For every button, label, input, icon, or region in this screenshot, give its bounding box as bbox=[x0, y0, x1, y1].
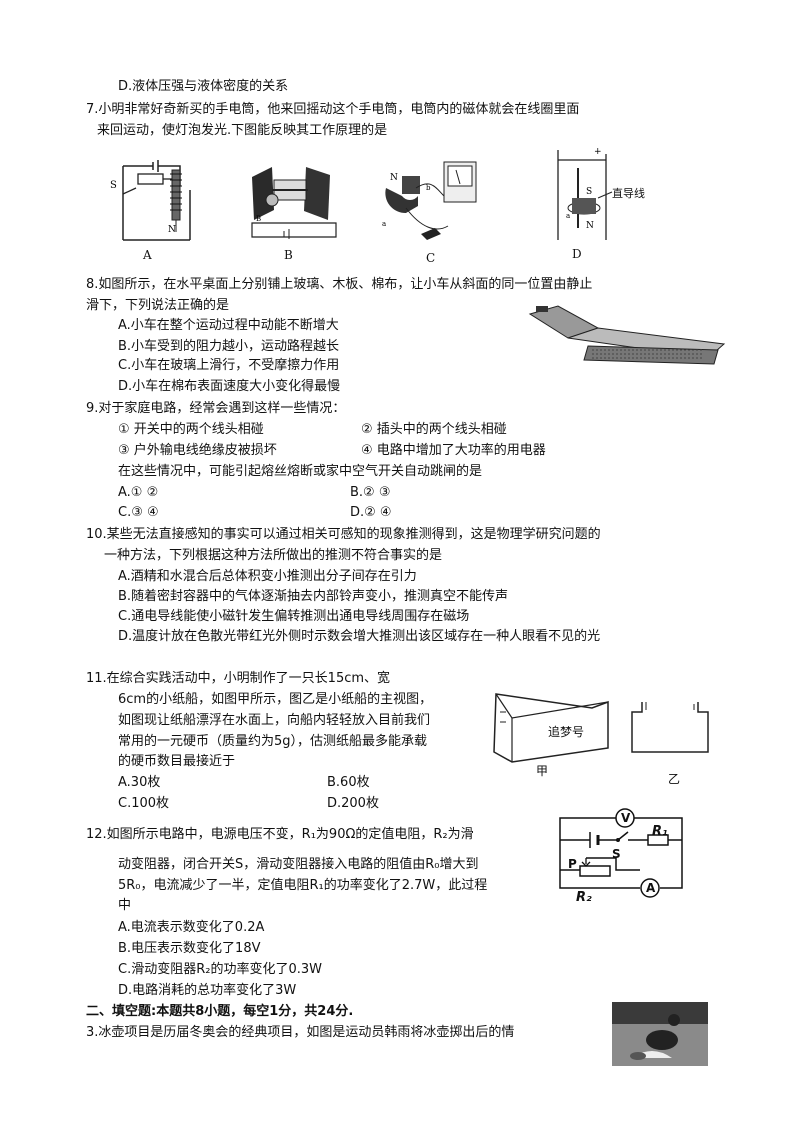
q7-label-d: D bbox=[572, 247, 582, 261]
q11-line1: 11.在综合实践活动中，小明制作了一只长15cm、宽 bbox=[86, 671, 391, 686]
svg-text:S: S bbox=[110, 180, 117, 191]
q11-option-a: A.30枚 bbox=[118, 775, 161, 790]
q11-line3: 如图现让纸船漂浮在水面上，向船内轻轻放入目前我们 bbox=[118, 713, 431, 728]
q11-boat-figure-yi bbox=[628, 700, 712, 756]
q12-line1: 12.如图所示电路中，电源电压不变，R₁为90Ω的定值电阻，R₂为滑 bbox=[86, 827, 474, 842]
q7-stem-line1: 7.小明非常好奇新买的手电筒，他来回摇动这个手电筒，电筒内的磁体就会在线圈里面 bbox=[86, 102, 580, 117]
q12-r1-label: R₁ bbox=[652, 824, 668, 839]
q7-stem-line2: 来回运动，使灯泡发光.下图能反映其工作原理的是 bbox=[97, 123, 388, 138]
svg-text:b: b bbox=[426, 184, 431, 192]
q9-option-a: A.① ② bbox=[118, 485, 159, 500]
q13-curling-photo bbox=[612, 1002, 708, 1066]
q12-r2-label: R₂ bbox=[576, 890, 592, 905]
q8-option-d: D.小车在棉布表面速度大小变化得最慢 bbox=[118, 379, 341, 394]
q11-label-yi: 乙 bbox=[668, 772, 681, 786]
q12-option-a: A.电流表示数变化了0.2A bbox=[118, 920, 265, 935]
q9-option-c: C.③ ④ bbox=[118, 505, 159, 520]
q6-option-d: D.液体压强与液体密度的关系 bbox=[118, 79, 289, 94]
svg-text:a: a bbox=[566, 212, 570, 220]
q9-option-d: D.② ④ bbox=[350, 505, 392, 520]
q12-circuit-diagram bbox=[550, 800, 690, 910]
q12-line2: 动变阻器，闭合开关S，滑动变阻器接入电路的阻值由R₀增大到 bbox=[118, 857, 479, 872]
q11-label-jia: 甲 bbox=[536, 764, 549, 778]
q12-option-b: B.电压表示数变化了18V bbox=[118, 941, 261, 956]
q7-figure-a: N S bbox=[108, 160, 198, 242]
q10-option-b: B.随着密封容器中的气体逐渐抽去内部铃声变小，推测真空不能传声 bbox=[118, 589, 509, 604]
q10-option-a: A.酒精和水混合后总体积变小推测出分子间存在引力 bbox=[118, 569, 417, 584]
q9-option-b: B.② ③ bbox=[350, 485, 391, 500]
q11-boat-figure-jia bbox=[492, 692, 612, 764]
q12-switch-label: S bbox=[612, 847, 621, 861]
q8-stem-line1: 8.如图所示，在水平桌面上分别铺上玻璃、木板、棉布，让小车从斜面的同一位置由静止 bbox=[86, 277, 593, 292]
svg-text:S: S bbox=[408, 213, 414, 223]
q8-option-a: A.小车在整个运动过程中动能不断增大 bbox=[118, 318, 339, 333]
q10-option-c: C.通电导线能使小磁针发生偏转推测出通电导线周围存在磁场 bbox=[118, 609, 470, 624]
q7-figure-b: B bbox=[244, 165, 344, 240]
q9-case-3: ③ 户外输电线绝缘皮被损坏 bbox=[118, 443, 277, 458]
q12-option-d: D.电路消耗的总功率变化了3W bbox=[118, 983, 297, 998]
q11-option-d: D.200枚 bbox=[327, 796, 379, 811]
svg-text:N: N bbox=[168, 225, 176, 235]
q11-option-b: B.60枚 bbox=[327, 775, 370, 790]
q7-figure-c: N S a b bbox=[376, 158, 482, 246]
svg-text:N: N bbox=[390, 173, 398, 183]
q12-line4: 中 bbox=[118, 898, 132, 913]
q8-incline-figure bbox=[528, 304, 728, 374]
svg-text:S: S bbox=[586, 187, 592, 197]
q11-line4: 常用的一元硬币（质量约为5g），估测纸船最多能承载 bbox=[118, 734, 428, 749]
section2-heading: 二、填空题:本题共8小题，每空1分，共24分. bbox=[86, 1004, 354, 1019]
q11-line5: 的硬币数目最接近于 bbox=[118, 754, 236, 769]
q12-option-c: C.滑动变阻器R₂的功率变化了0.3W bbox=[118, 962, 322, 977]
q9-question: 在这些情况中，可能引起熔丝熔断或家中空气开关自动跳闸的是 bbox=[118, 464, 483, 479]
q9-case-1: ① 开关中的两个线头相碰 bbox=[118, 422, 264, 437]
q7-fig-d-text: 直导线 bbox=[612, 187, 645, 200]
q7-label-c: C bbox=[426, 251, 436, 265]
q13-stem: 3.冰壶项目是历届冬奥会的经典项目，如图是运动员韩雨将冰壶掷出后的情 bbox=[86, 1025, 515, 1040]
q7-label-a: A bbox=[143, 248, 152, 262]
q12-voltmeter-label: V bbox=[621, 811, 631, 825]
q10-stem-line1: 10.某些无法直接感知的事实可以通过相关可感知的现象推测得到，这是物理学研究问题… bbox=[86, 527, 601, 542]
q9-stem: 9.对于家庭电路，经常会遇到这样一些情况： bbox=[86, 401, 346, 416]
q7-label-b: B bbox=[284, 248, 293, 262]
svg-text:a: a bbox=[382, 220, 386, 228]
q9-case-4: ④ 电路中增加了大功率的用电器 bbox=[361, 443, 546, 458]
svg-text:N: N bbox=[586, 221, 594, 231]
q7-figure-d: + S N a bbox=[548, 148, 658, 244]
q10-option-d: D.温度计放在色散光带红光外侧时示数会增大推测出该区域存在一种人眼看不见的光 bbox=[118, 629, 601, 644]
q12-slider-label: P bbox=[568, 857, 577, 871]
svg-text:+: + bbox=[594, 148, 602, 157]
q12-line3: 5R₀，电流减少了一半，定值电阻R₁的功率变化了2.7W，此过程 bbox=[118, 878, 488, 893]
q8-stem-line2: 滑下，下列说法正确的是 bbox=[86, 298, 230, 313]
svg-text:B: B bbox=[256, 215, 261, 223]
q9-case-2: ② 插头中的两个线头相碰 bbox=[361, 422, 507, 437]
q11-line2: 6cm的小纸船，如图甲所示，图乙是小纸船的主视图， bbox=[118, 692, 433, 707]
q11-boat-name: 追梦号 bbox=[548, 725, 585, 739]
q8-option-c: C.小车在玻璃上滑行，不受摩擦力作用 bbox=[118, 358, 340, 373]
q11-option-c: C.100枚 bbox=[118, 796, 170, 811]
q10-stem-line2: 一种方法，下列根据这种方法所做出的推测不符合事实的是 bbox=[104, 548, 443, 563]
q8-option-b: B.小车受到的阻力越小，运动路程越长 bbox=[118, 339, 340, 354]
q12-ammeter-label: A bbox=[646, 881, 656, 895]
